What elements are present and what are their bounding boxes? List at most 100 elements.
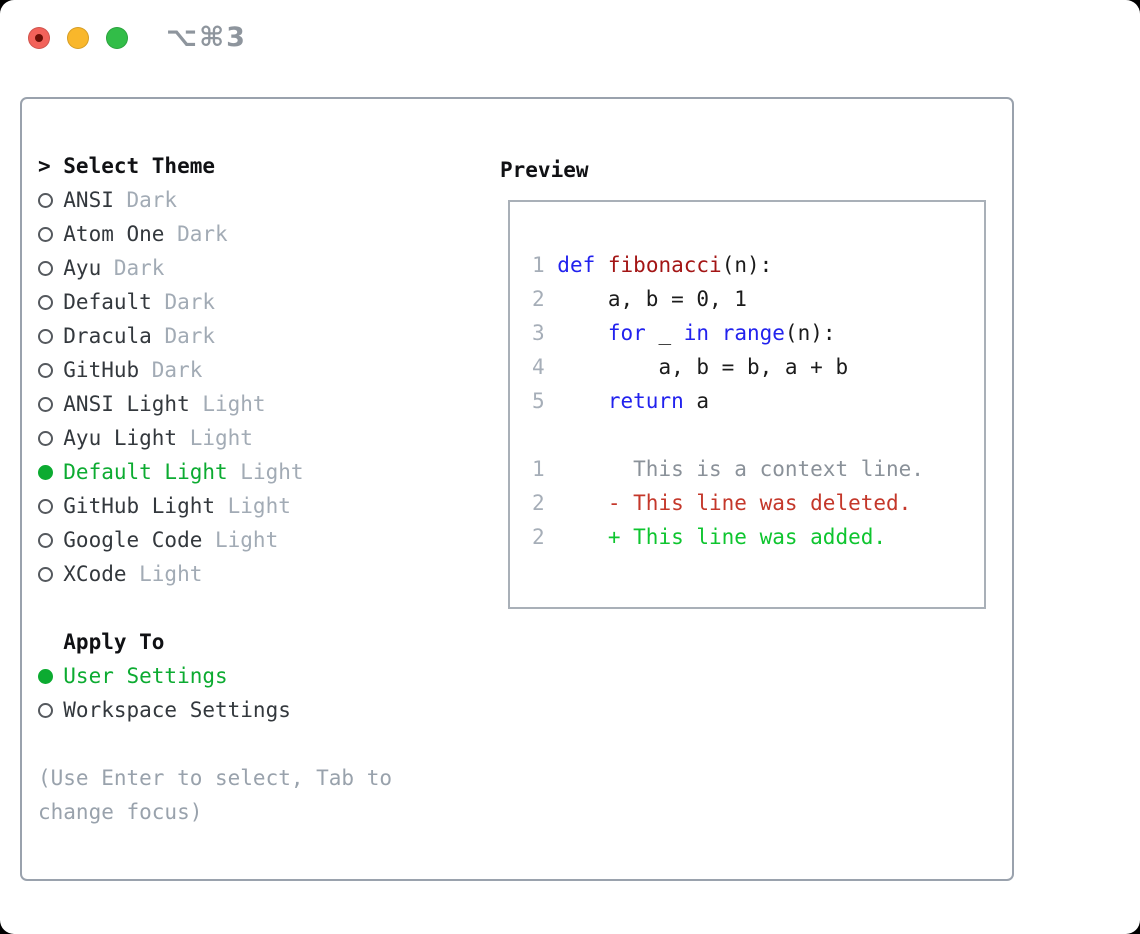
code-token: + This line was added. xyxy=(607,525,887,549)
code-token xyxy=(557,491,608,515)
apply-option-label: User Settings xyxy=(63,664,228,688)
code-line: 2 - This line was deleted. xyxy=(532,486,984,520)
theme-label: GitHub xyxy=(63,358,140,382)
theme-label: Google Code xyxy=(63,528,203,552)
radio-marker xyxy=(38,285,63,319)
theme-label: Default xyxy=(63,290,152,314)
radio-marker xyxy=(38,217,63,251)
code-line: 2 a, b = 0, 1 xyxy=(532,282,984,316)
code-line: 3 for _ in range(n): xyxy=(532,316,984,350)
radio-icon xyxy=(38,397,53,412)
close-badge-icon xyxy=(35,34,43,42)
apply-option-user-settings[interactable]: User Settings xyxy=(38,659,478,693)
line-number: 3 xyxy=(532,321,545,345)
line-number: 1 xyxy=(532,457,545,481)
theme-label: Ayu xyxy=(63,256,102,280)
code-line: 5 return a xyxy=(532,384,984,418)
apply-option-label: Workspace Settings xyxy=(63,698,291,722)
theme-variant: Dark xyxy=(164,290,216,314)
select-theme-title: Select Theme xyxy=(63,154,215,178)
theme-variant: Light xyxy=(227,494,291,518)
code-token: a, b = 0, 1 xyxy=(557,287,747,311)
code-token: fibonacci xyxy=(607,253,722,277)
code-token: _ xyxy=(645,321,684,345)
code-token: return xyxy=(607,389,684,413)
radio-marker xyxy=(38,523,63,557)
radio-icon xyxy=(38,193,53,208)
code-line: 4 a, b = b, a + b xyxy=(532,350,984,384)
theme-label: Atom One xyxy=(63,222,165,246)
radio-marker xyxy=(38,455,63,489)
theme-option-google-code[interactable]: Google Code Light xyxy=(38,523,478,557)
radio-marker xyxy=(38,183,63,217)
theme-label: Default Light xyxy=(63,460,228,484)
code-line: 1 def fibonacci(n): xyxy=(532,248,984,282)
hint-text: (Use Enter to select, Tab to change focu… xyxy=(38,766,393,824)
radio-selected-icon xyxy=(38,465,53,480)
radio-marker xyxy=(38,353,63,387)
line-number: 1 xyxy=(532,253,545,277)
window-title: ⌥⌘3 xyxy=(166,22,247,53)
radio-icon xyxy=(38,329,53,344)
radio-icon xyxy=(38,499,53,514)
radio-icon xyxy=(38,533,53,548)
zoom-button[interactable] xyxy=(106,27,128,49)
code-token: def xyxy=(557,253,596,277)
apply-option-workspace-settings[interactable]: Workspace Settings xyxy=(38,693,478,727)
code-line xyxy=(532,418,984,452)
theme-variant: Dark xyxy=(126,188,178,212)
theme-variant: Light xyxy=(215,528,279,552)
radio-marker xyxy=(38,659,63,693)
theme-label: GitHub Light xyxy=(63,494,215,518)
code-line: 1 This is a context line. xyxy=(532,452,984,486)
radio-icon xyxy=(38,261,53,276)
code-token: for xyxy=(607,321,646,345)
theme-variant: Light xyxy=(139,562,203,586)
code-token xyxy=(595,253,608,277)
minimize-button[interactable] xyxy=(67,27,89,49)
code-token: a, b = b, a + b xyxy=(557,355,849,379)
theme-option-ansi[interactable]: ANSI Dark xyxy=(38,183,478,217)
radio-marker xyxy=(38,387,63,421)
code-line: 2 + This line was added. xyxy=(532,520,984,554)
code-token: (n): xyxy=(721,253,773,277)
theme-variant: Light xyxy=(189,426,253,450)
close-button[interactable] xyxy=(28,27,50,49)
line-number: 2 xyxy=(532,525,545,549)
radio-icon xyxy=(38,295,53,310)
preview-title: Preview xyxy=(500,158,589,182)
theme-option-default[interactable]: Default Dark xyxy=(38,285,478,319)
theme-option-ansi-light[interactable]: ANSI Light Light xyxy=(38,387,478,421)
code-token: in xyxy=(683,321,710,345)
radio-icon xyxy=(38,431,53,446)
line-number: 5 xyxy=(532,389,545,413)
theme-label: ANSI xyxy=(63,188,114,212)
theme-label: ANSI Light xyxy=(63,392,190,416)
code-token: a xyxy=(683,389,710,413)
theme-option-github-light[interactable]: GitHub Light Light xyxy=(38,489,478,523)
radio-icon xyxy=(38,363,53,378)
theme-variant: Light xyxy=(202,392,266,416)
theme-label: Ayu Light xyxy=(63,426,178,450)
radio-icon xyxy=(38,703,53,718)
line-number: 4 xyxy=(532,355,545,379)
code-token xyxy=(557,525,608,549)
code-token: This is a context line. xyxy=(557,457,924,481)
code-token xyxy=(557,321,608,345)
radio-selected-icon xyxy=(38,669,53,684)
select-theme-heading: >Select Theme xyxy=(38,149,478,183)
code-token xyxy=(557,389,608,413)
code-token: - This line was deleted. xyxy=(607,491,912,515)
theme-option-ayu-light[interactable]: Ayu Light Light xyxy=(38,421,478,455)
radio-marker xyxy=(38,489,63,523)
